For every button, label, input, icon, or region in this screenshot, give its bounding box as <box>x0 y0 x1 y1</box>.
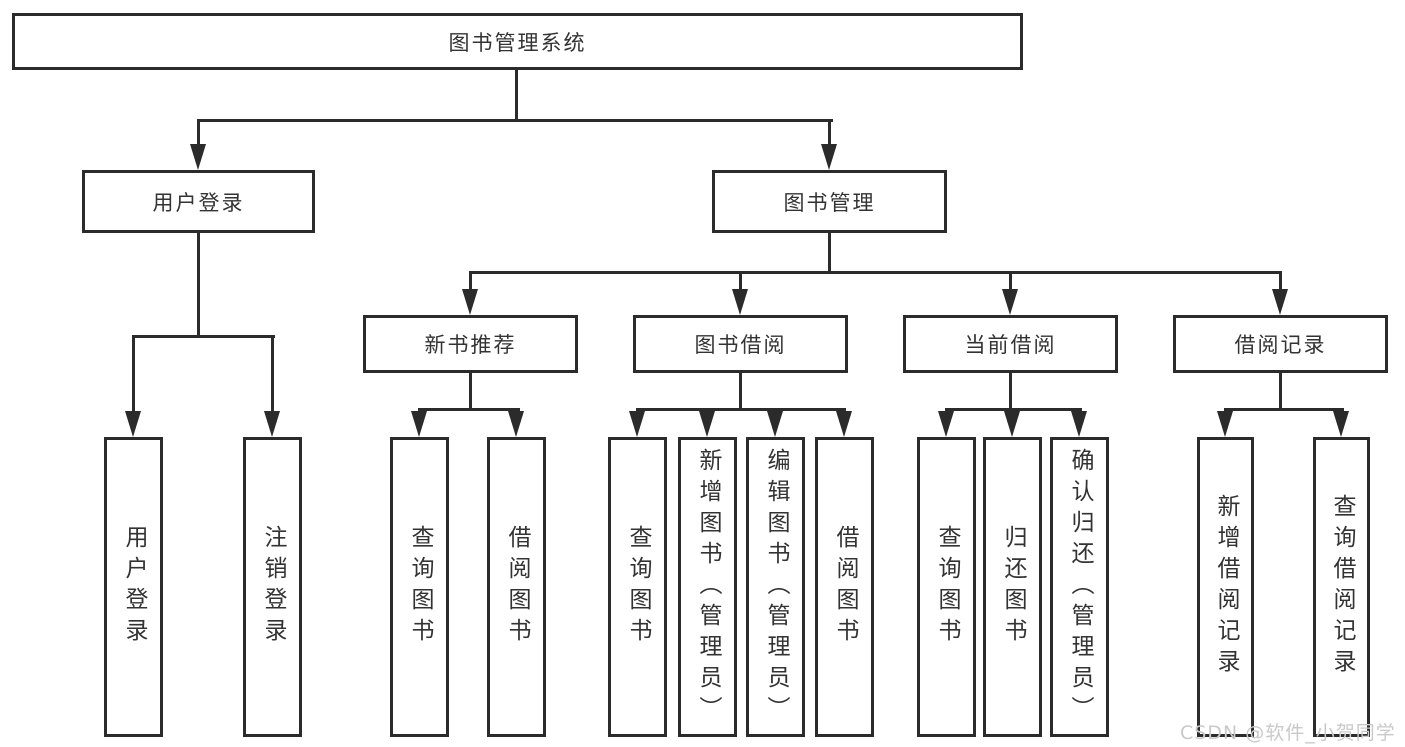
arrowhead-down-icon <box>629 411 645 437</box>
arrowhead-down-icon <box>1272 289 1288 315</box>
arrowhead-down-icon <box>508 411 524 437</box>
leaf-logout-login: 注销登录 <box>243 437 302 737</box>
arrowhead-down-icon <box>190 144 206 170</box>
node-label: 图书管理系统 <box>448 30 587 55</box>
connector-line <box>197 233 200 338</box>
connector-line <box>271 337 274 413</box>
leaf-label: 编辑图书（管理员） <box>763 447 789 727</box>
arrowhead-down-icon <box>1002 289 1018 315</box>
leaf-label: 用户登录 <box>121 525 147 649</box>
arrowhead-down-icon <box>462 289 478 315</box>
leaf-borrow-books-borrowing: 借阅图书 <box>815 437 874 737</box>
leaf-label: 确认归还（管理员） <box>1067 447 1093 727</box>
arrowhead-down-icon <box>1333 411 1349 437</box>
connector-line <box>197 121 200 149</box>
node-new-book-recommendation: 新书推荐 <box>363 315 578 373</box>
connector-line <box>1279 273 1282 291</box>
leaf-user-login: 用户登录 <box>104 437 163 737</box>
connector-line <box>828 233 831 273</box>
leaf-return-books: 归还图书 <box>983 437 1042 737</box>
connector-line <box>636 408 846 411</box>
arrowhead-down-icon <box>732 289 748 315</box>
node-book-borrowing: 图书借阅 <box>633 315 848 373</box>
connector-line <box>469 273 472 291</box>
arrowhead-down-icon <box>411 411 427 437</box>
leaf-query-books-newbook: 查询图书 <box>390 437 449 737</box>
connector-line <box>469 271 1282 274</box>
node-current-borrowing: 当前借阅 <box>903 315 1118 373</box>
leaf-edit-books-admin: 编辑图书（管理员） <box>746 437 805 737</box>
node-book-management: 图书管理 <box>712 170 947 233</box>
leaf-label: 查询图书 <box>407 525 433 649</box>
leaf-label: 查询图书 <box>934 525 960 649</box>
node-library-management-system: 图书管理系统 <box>12 13 1023 70</box>
leaf-add-books-admin: 新增图书（管理员） <box>678 437 737 737</box>
arrowhead-down-icon <box>1071 411 1087 437</box>
connector-line <box>739 273 742 291</box>
connector-line <box>132 337 135 413</box>
connector-line <box>1009 373 1012 410</box>
leaf-query-books-current: 查询图书 <box>917 437 976 737</box>
connector-line <box>828 121 831 149</box>
leaf-query-books-borrowing: 查询图书 <box>608 437 667 737</box>
leaf-borrow-books-newbook: 借阅图书 <box>487 437 546 737</box>
arrowhead-down-icon <box>1004 411 1020 437</box>
csdn-watermark: CSDN @软件_小贺同学 <box>1180 722 1396 744</box>
node-label: 用户登录 <box>152 190 245 215</box>
connector-line <box>515 70 518 121</box>
node-label: 图书借阅 <box>694 333 787 357</box>
node-label: 当前借阅 <box>964 333 1057 357</box>
connector-line <box>418 408 520 411</box>
leaf-label: 注销登录 <box>260 525 286 649</box>
leaf-confirm-return-admin: 确认归还（管理员） <box>1050 437 1109 737</box>
leaf-label: 借阅图书 <box>504 525 530 649</box>
connector-line <box>1224 408 1344 411</box>
arrowhead-down-icon <box>264 411 280 437</box>
leaf-label: 归还图书 <box>1000 525 1026 649</box>
arrowhead-down-icon <box>1217 411 1233 437</box>
node-label: 图书管理 <box>783 190 876 215</box>
connector-line <box>945 408 1082 411</box>
leaf-label: 新增借阅记录 <box>1213 494 1239 680</box>
connector-line <box>1009 273 1012 291</box>
arrowhead-down-icon <box>699 411 715 437</box>
connector-line <box>1279 373 1282 410</box>
connector-line <box>739 373 742 410</box>
connector-line <box>197 119 833 122</box>
node-label: 新书推荐 <box>424 333 517 357</box>
leaf-label: 借阅图书 <box>832 525 858 649</box>
node-user-login: 用户登录 <box>82 170 315 233</box>
node-label: 借阅记录 <box>1234 333 1327 357</box>
leaf-add-borrow-record: 新增借阅记录 <box>1197 437 1254 737</box>
arrowhead-down-icon <box>125 411 141 437</box>
leaf-query-borrow-record: 查询借阅记录 <box>1313 437 1370 737</box>
connector-line <box>132 335 275 338</box>
node-borrow-records: 借阅记录 <box>1173 315 1388 373</box>
leaf-label: 查询图书 <box>625 525 651 649</box>
arrowhead-down-icon <box>836 411 852 437</box>
connector-line <box>469 373 472 410</box>
arrowhead-down-icon <box>938 411 954 437</box>
leaf-label: 查询借阅记录 <box>1329 494 1355 680</box>
arrowhead-down-icon <box>821 144 837 170</box>
leaf-label: 新增图书（管理员） <box>695 447 721 727</box>
arrowhead-down-icon <box>767 411 783 437</box>
